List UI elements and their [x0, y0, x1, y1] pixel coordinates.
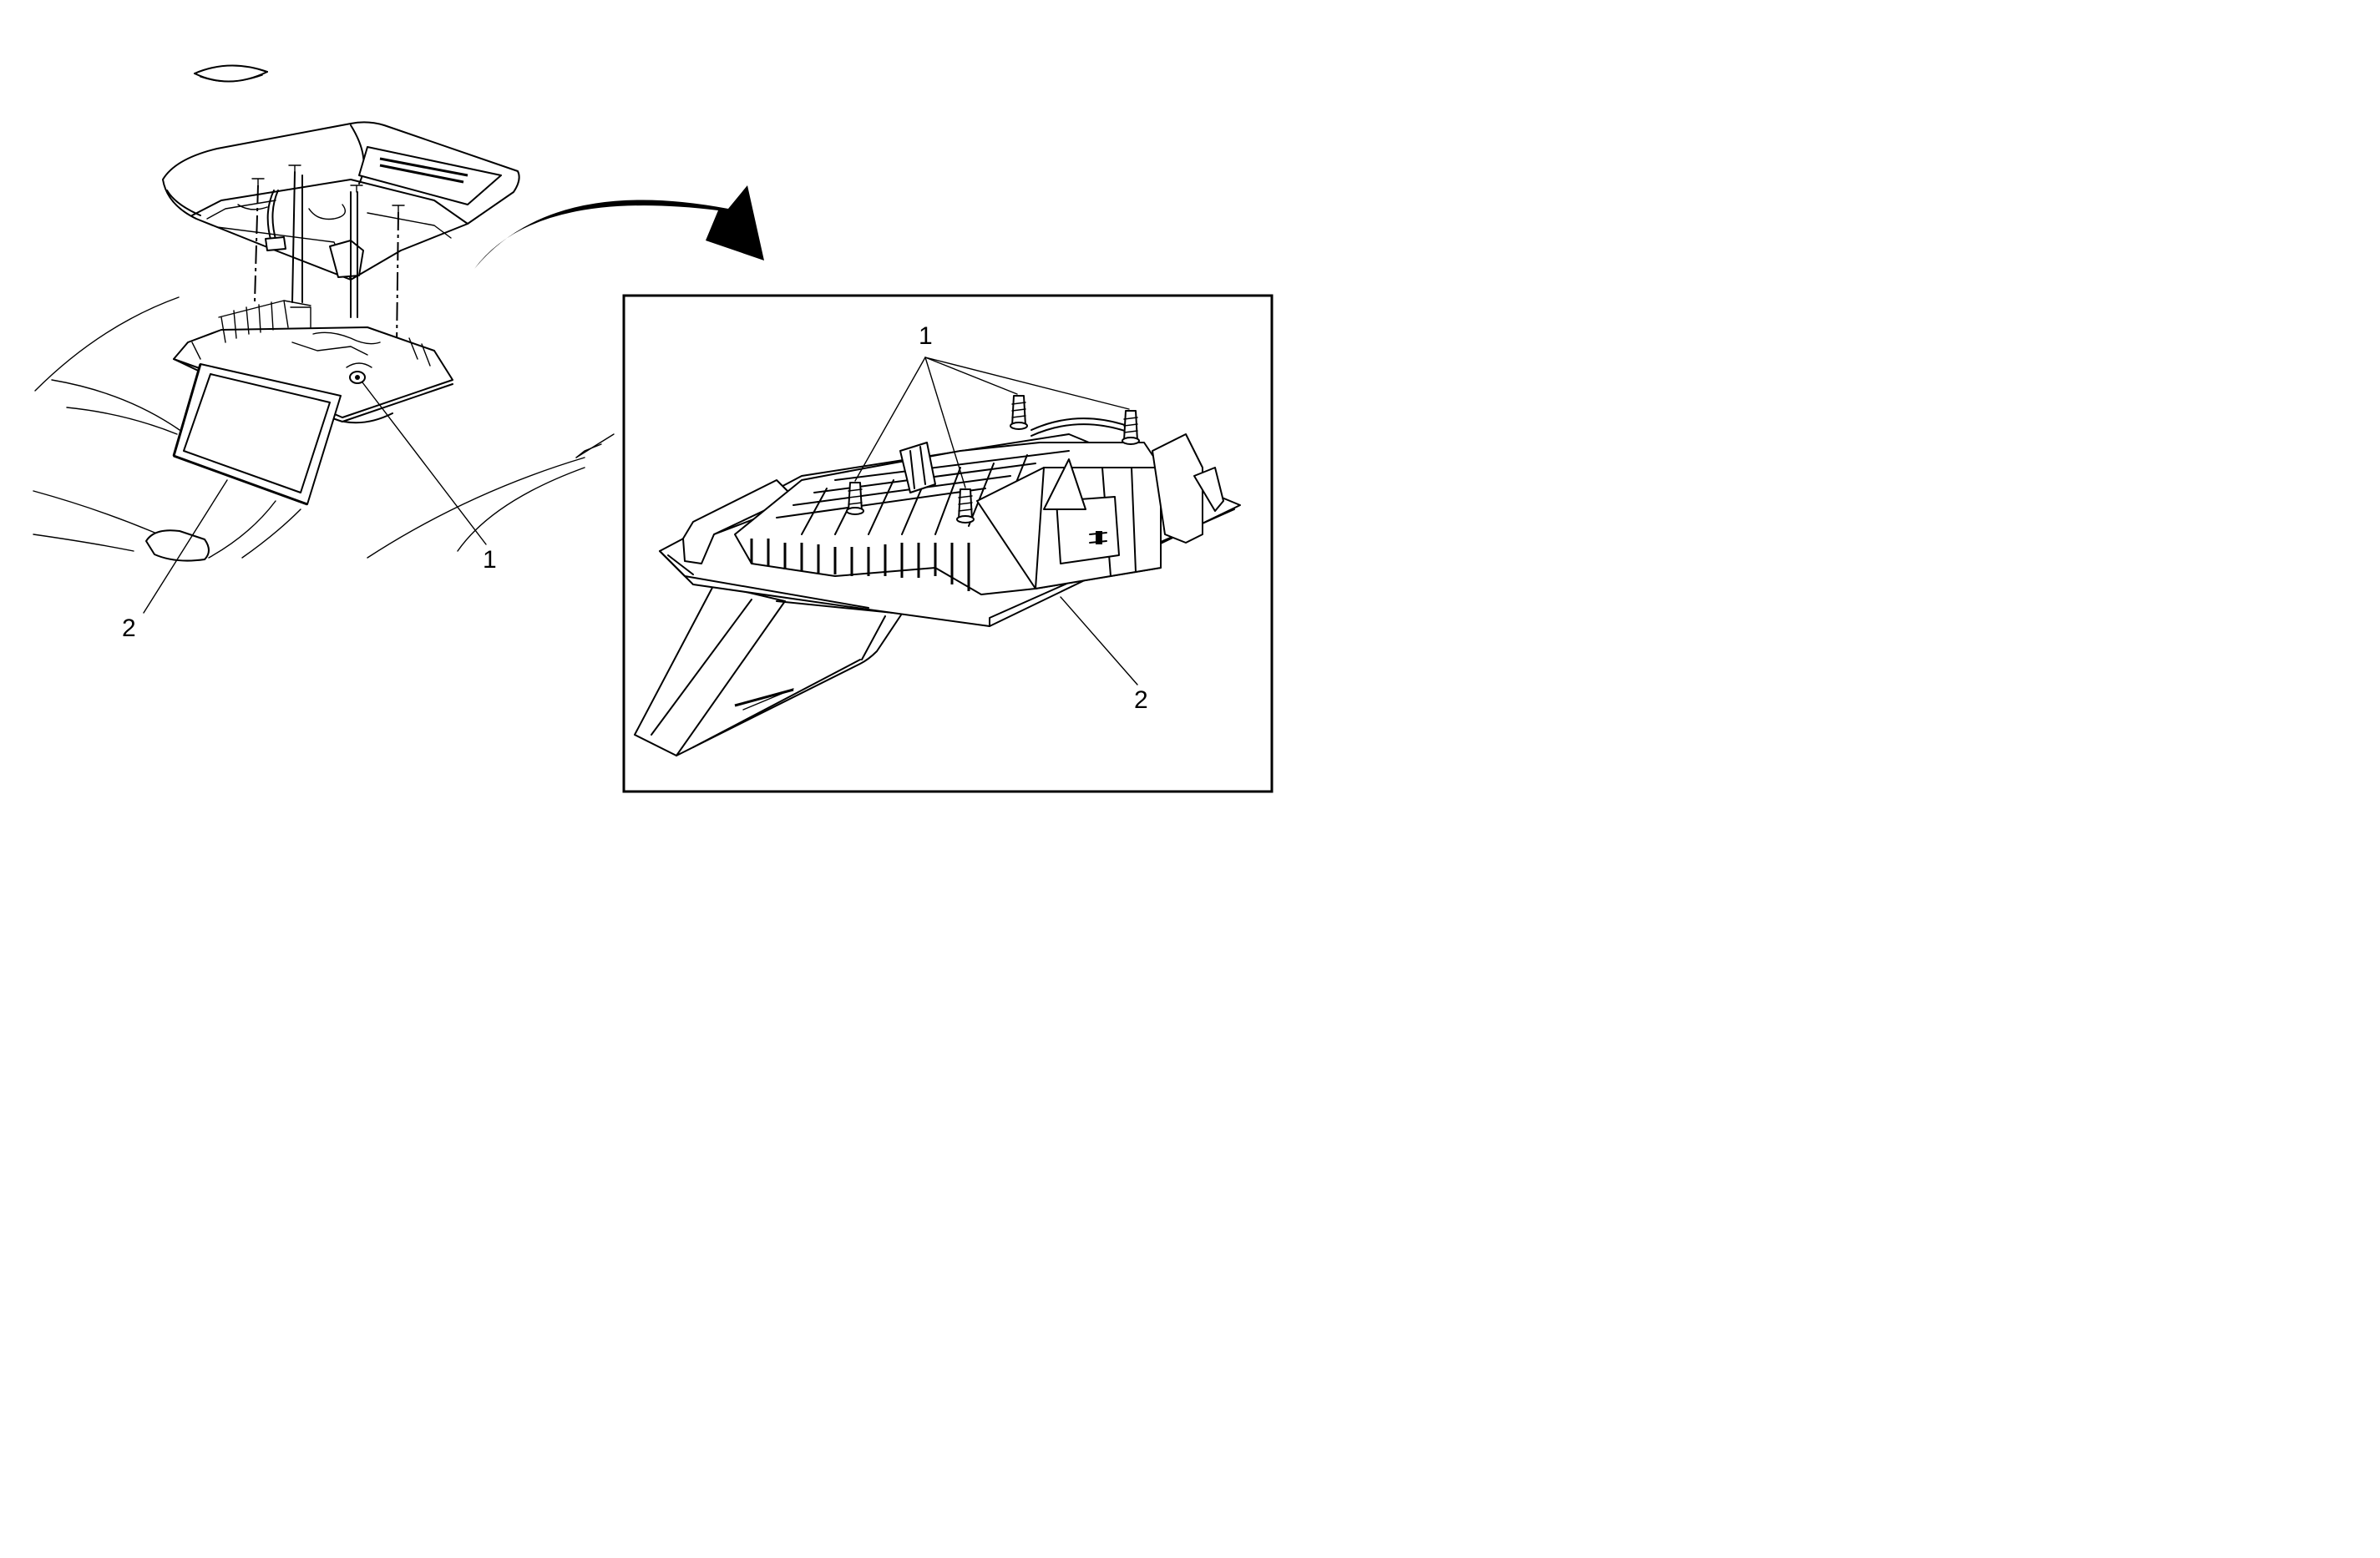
- callout-1-detail: 1: [854, 322, 1130, 488]
- callout-2-detail: 2: [1060, 596, 1148, 714]
- video-display-assembly: [172, 300, 453, 506]
- detail-view: 1 2: [622, 294, 1274, 793]
- callout-2-main: 2: [122, 479, 228, 642]
- stud-3: [1010, 395, 1028, 430]
- overhead-console: [162, 121, 520, 281]
- installation-guide-lines: [254, 171, 399, 347]
- overview-view: 1 2: [33, 64, 615, 642]
- detail-display-panel: [634, 584, 903, 756]
- stud-4: [1122, 410, 1140, 445]
- callout-2-detail-label: 2: [1134, 686, 1148, 714]
- dome-lamp: [194, 64, 268, 83]
- callout-1-main-label: 1: [483, 546, 497, 574]
- screw-symbols: [251, 164, 405, 213]
- detail-arrow-icon: [474, 185, 764, 269]
- callout-1-detail-label: 1: [919, 322, 933, 350]
- detail-base-housing: [659, 417, 1241, 627]
- service-illustration: 1 2: [33, 64, 1274, 793]
- callout-2-main-label: 2: [122, 615, 136, 642]
- detail-fasteners: [846, 395, 1140, 524]
- vehicle-interior-contour: [33, 296, 615, 559]
- console-armrest: [145, 529, 210, 562]
- stud-1: [846, 482, 864, 515]
- callout-1-main: 1: [362, 382, 497, 574]
- stud-2: [956, 488, 975, 524]
